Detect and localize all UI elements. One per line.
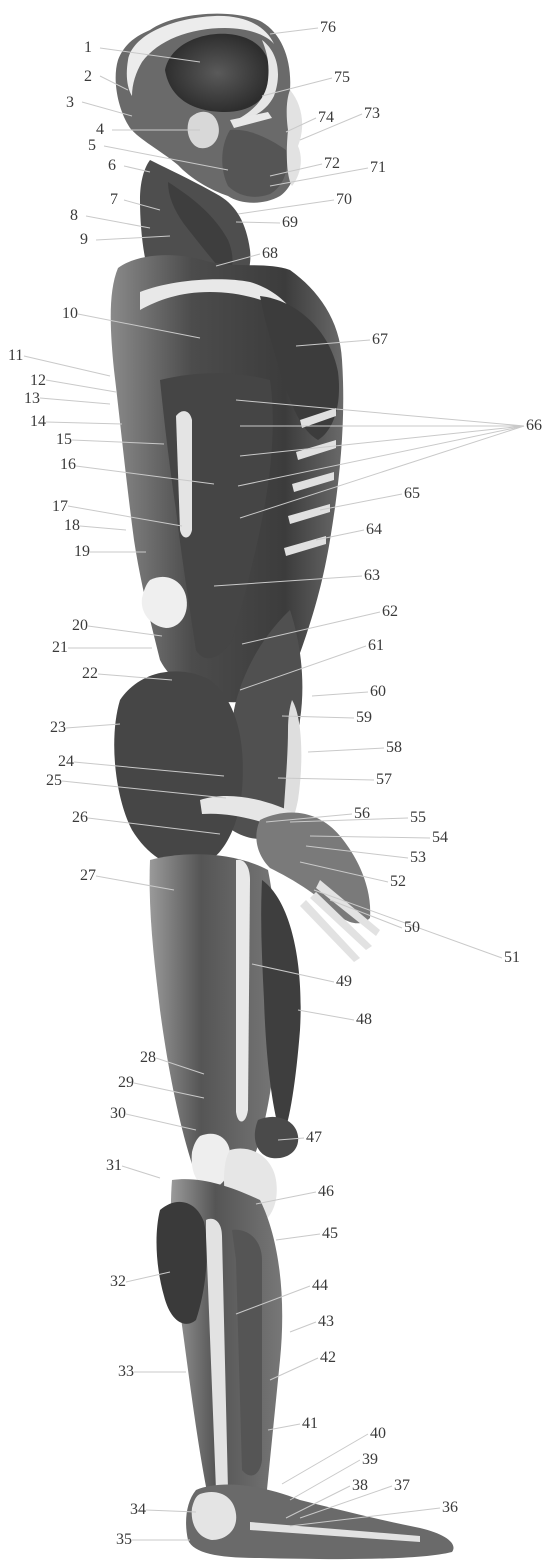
label-33: 33 <box>118 1363 134 1380</box>
label-14: 14 <box>30 413 46 430</box>
label-58: 58 <box>386 739 402 756</box>
label-17: 17 <box>52 498 68 515</box>
leader-line <box>298 1010 354 1020</box>
label-27: 27 <box>80 867 96 884</box>
label-9: 9 <box>80 231 88 248</box>
leader-line <box>86 216 150 228</box>
leader-line <box>122 1166 160 1178</box>
label-19: 19 <box>74 543 90 560</box>
label-71: 71 <box>370 159 386 176</box>
label-36: 36 <box>442 1499 458 1516</box>
label-34: 34 <box>130 1501 146 1518</box>
label-37: 37 <box>394 1477 410 1494</box>
label-65: 65 <box>404 485 420 502</box>
leader-line <box>270 28 318 34</box>
label-16: 16 <box>60 456 76 473</box>
label-8: 8 <box>70 207 78 224</box>
label-28: 28 <box>140 1049 156 1066</box>
label-25: 25 <box>46 772 62 789</box>
label-70: 70 <box>336 191 352 208</box>
label-7: 7 <box>110 191 118 208</box>
label-39: 39 <box>362 1451 378 1468</box>
leader-line <box>312 692 368 696</box>
label-52: 52 <box>390 873 406 890</box>
label-18: 18 <box>64 517 80 534</box>
label-72: 72 <box>324 155 340 172</box>
leader-line <box>290 1322 316 1332</box>
label-10: 10 <box>62 305 78 322</box>
label-20: 20 <box>72 617 88 634</box>
label-6: 6 <box>108 157 116 174</box>
label-44: 44 <box>312 1277 328 1294</box>
leader-line <box>40 398 110 404</box>
label-68: 68 <box>262 245 278 262</box>
label-1: 1 <box>84 39 92 56</box>
label-11: 11 <box>8 347 23 364</box>
label-62: 62 <box>382 603 398 620</box>
label-67: 67 <box>372 331 388 348</box>
label-51: 51 <box>504 949 520 966</box>
label-4: 4 <box>96 121 104 138</box>
label-54: 54 <box>432 829 448 846</box>
labels-right: 36 37 38 39 40 41 42 43 44 45 46 47 48 4… <box>262 19 542 1516</box>
label-56: 56 <box>354 805 370 822</box>
label-21: 21 <box>52 639 68 656</box>
gluteus <box>114 671 243 868</box>
muscle-figure <box>111 14 454 1560</box>
label-32: 32 <box>110 1273 126 1290</box>
leader-line <box>46 380 116 392</box>
label-29: 29 <box>118 1074 134 1091</box>
label-48: 48 <box>356 1011 372 1028</box>
label-60: 60 <box>370 683 386 700</box>
label-69: 69 <box>282 214 298 231</box>
label-50: 50 <box>404 919 420 936</box>
calf-bulge <box>157 1202 207 1324</box>
label-73: 73 <box>364 105 380 122</box>
leader-line <box>290 1460 360 1500</box>
label-64: 64 <box>366 521 382 538</box>
label-74: 74 <box>318 109 334 126</box>
label-40: 40 <box>370 1425 386 1442</box>
label-15: 15 <box>56 431 72 448</box>
knee-pad <box>255 1117 298 1158</box>
label-2: 2 <box>84 68 92 85</box>
label-45: 45 <box>322 1225 338 1242</box>
label-57: 57 <box>376 771 392 788</box>
label-76: 76 <box>320 19 336 36</box>
label-22: 22 <box>82 665 98 682</box>
label-47: 47 <box>306 1129 322 1146</box>
label-38: 38 <box>352 1477 368 1494</box>
leader-line <box>66 724 120 728</box>
label-5: 5 <box>88 137 96 154</box>
thigh-tendon <box>236 860 250 1122</box>
label-35: 35 <box>116 1531 132 1548</box>
label-75: 75 <box>334 69 350 86</box>
label-24: 24 <box>58 753 74 770</box>
label-53: 53 <box>410 849 426 866</box>
label-12: 12 <box>30 372 46 389</box>
leader-line <box>276 1234 320 1240</box>
label-46: 46 <box>318 1183 334 1200</box>
label-42: 42 <box>320 1349 336 1366</box>
label-30: 30 <box>110 1105 126 1122</box>
label-61: 61 <box>368 637 384 654</box>
label-59: 59 <box>356 709 372 726</box>
label-63: 63 <box>364 567 380 584</box>
leader-line <box>308 748 384 752</box>
label-66: 66 <box>526 417 542 434</box>
label-23: 23 <box>50 719 66 736</box>
leader-line <box>88 626 162 636</box>
label-55: 55 <box>410 809 426 826</box>
label-41: 41 <box>302 1415 318 1432</box>
label-31: 31 <box>106 1157 122 1174</box>
label-26: 26 <box>72 809 88 826</box>
label-43: 43 <box>318 1313 334 1330</box>
leader-line <box>46 422 122 424</box>
label-49: 49 <box>336 973 352 990</box>
label-13: 13 <box>24 390 40 407</box>
leader-line <box>80 526 126 530</box>
label-3: 3 <box>66 94 74 111</box>
